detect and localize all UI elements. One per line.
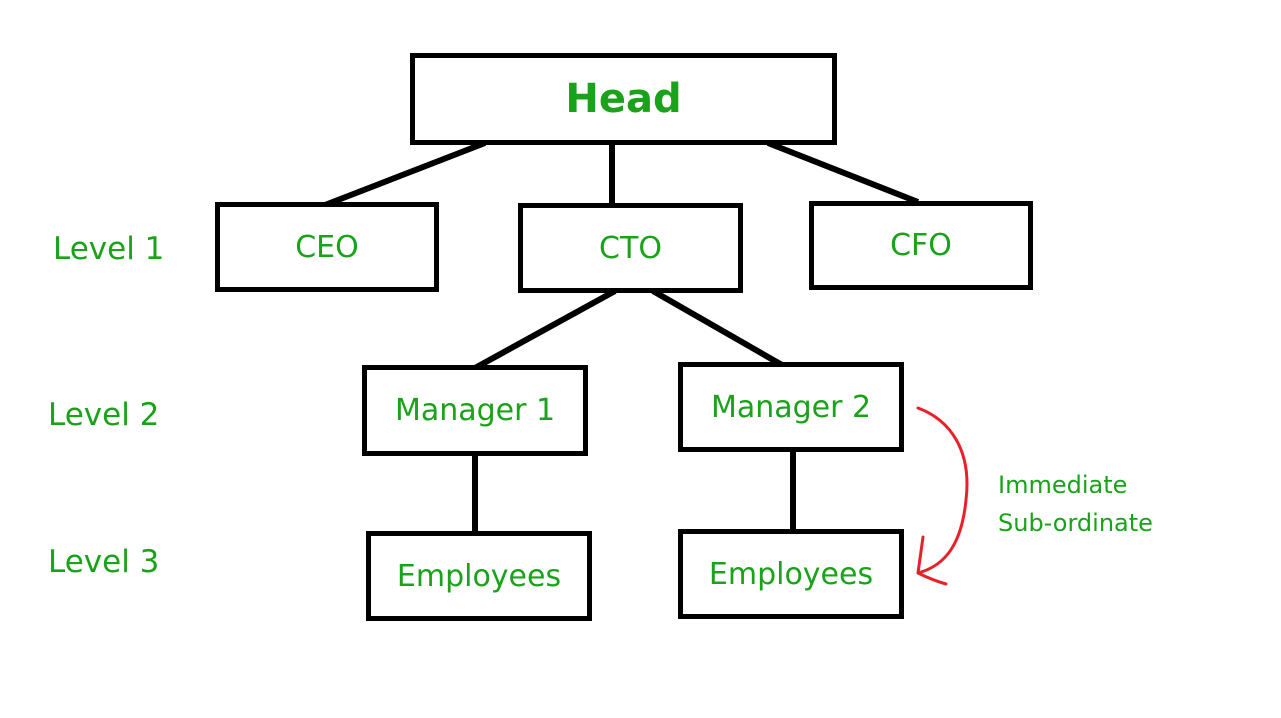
manager-1-node: Manager 1 [362,365,588,456]
level-3-label: Level 3 [48,544,160,580]
head-node: Head [410,53,837,145]
level-1-label: Level 1 [53,231,165,267]
immediate-subordinate-arrow [916,406,969,586]
edge-head-ceo [323,140,487,208]
level-2-label: Level 2 [48,397,160,433]
edge-cto-manager1 [473,288,617,371]
employees-under-manager-2-node: Employees [678,529,904,619]
ceo-node: CEO [215,202,439,292]
cfo-node: CFO [809,201,1033,290]
immediate-subordinate-label: Immediate Sub-ordinate [998,466,1153,542]
annotation-line-2: Sub-ordinate [998,509,1153,537]
edge-head-cfo [766,140,920,205]
employees-under-manager-1-node: Employees [366,531,592,621]
cto-node: CTO [518,203,743,293]
edge-cto-manager2 [651,288,784,368]
annotation-line-1: Immediate [998,471,1128,499]
manager-2-node: Manager 2 [678,362,904,452]
